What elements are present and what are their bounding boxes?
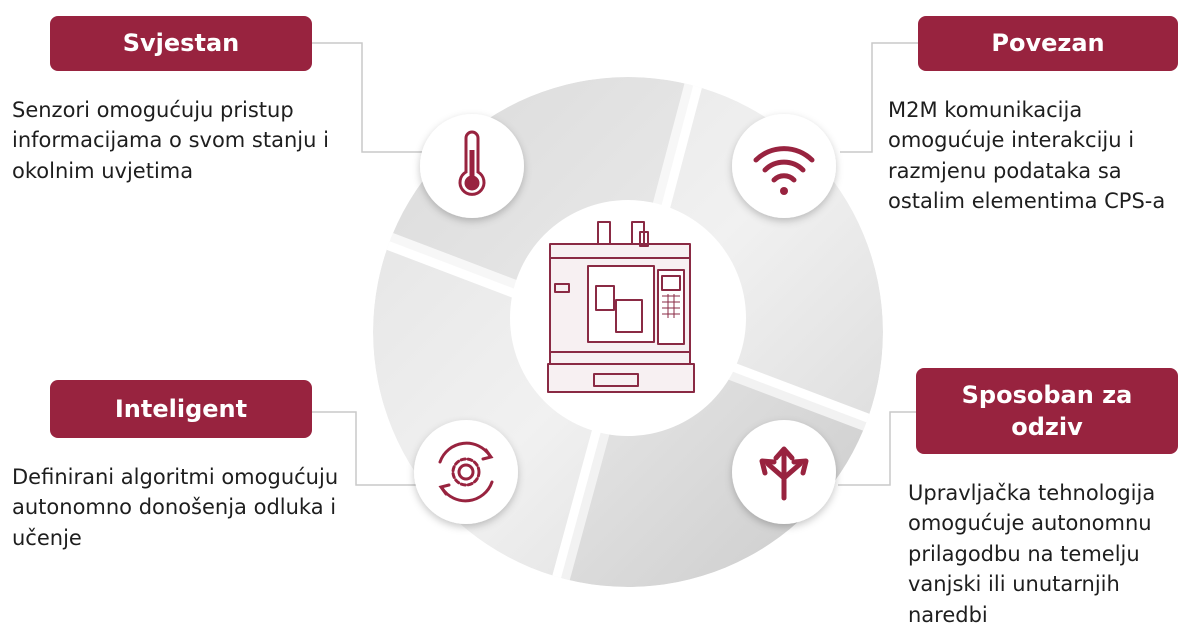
label-svjestan: Svjestan bbox=[50, 16, 312, 71]
wifi-icon bbox=[753, 146, 815, 195]
description-line: naredbi bbox=[908, 602, 988, 627]
description-line: razmjenu podataka sa bbox=[888, 158, 1122, 183]
description-line: ostalim elementima CPS-a bbox=[888, 189, 1166, 214]
connector-povezan bbox=[840, 42, 918, 153]
description-line: učenje bbox=[12, 525, 82, 550]
connector-sposoban bbox=[838, 411, 916, 486]
description-line: omogućuje autonomnu bbox=[908, 511, 1152, 536]
label-inteligent-text: Inteligent bbox=[114, 394, 248, 423]
connector-svjestan bbox=[312, 42, 422, 153]
gear-cycle-icon-bg bbox=[414, 420, 518, 524]
label-svjestan-text: Svjestan bbox=[122, 29, 240, 58]
description-line: M2M komunikacija bbox=[888, 98, 1083, 122]
label-sposoban-line-2: odziv bbox=[1011, 413, 1083, 441]
description-line: okolnim uvjetima bbox=[12, 158, 194, 183]
description-line: informacijama o svom stanju i bbox=[12, 128, 329, 153]
wifi-icon-bg bbox=[732, 114, 836, 218]
description-povezan: M2M komunikacija omogućuje interakciju i… bbox=[888, 95, 1165, 217]
branching-arrows-icon bbox=[759, 446, 809, 501]
label-povezan-text: Povezan bbox=[991, 29, 1105, 58]
description-inteligent: Definirani algoritmi omogućuju autonomno… bbox=[12, 462, 338, 553]
description-line: prilagodbu na temelju bbox=[908, 541, 1140, 566]
cnc-machine-icon bbox=[547, 221, 695, 393]
description-line: Definirani algoritmi omogućuju bbox=[12, 465, 339, 489]
connector-lines bbox=[312, 42, 918, 486]
label-sposoban-line-1: Sposoban za bbox=[961, 380, 1133, 409]
connector-inteligent bbox=[312, 411, 422, 486]
label-inteligent: Inteligent bbox=[50, 380, 312, 438]
description-line: autonomno donošenja odluka i bbox=[12, 495, 337, 520]
description-svjestan: Senzori omogućuju pristup informacijama … bbox=[12, 95, 329, 186]
description-line: vanjski ili unutarnjih bbox=[908, 572, 1120, 597]
thermometer-icon bbox=[458, 130, 486, 196]
description-line: omogućuje interakciju i bbox=[888, 128, 1135, 153]
label-sposoban: Sposoban za odziv bbox=[916, 368, 1178, 454]
description-sposoban: Upravljačka tehnologija omogućuje autono… bbox=[908, 478, 1155, 630]
description-line: Upravljačka tehnologija bbox=[908, 481, 1156, 505]
gear-cycle-icon bbox=[438, 441, 494, 503]
description-line: Senzori omogućuju pristup bbox=[12, 98, 294, 122]
label-povezan: Povezan bbox=[918, 16, 1178, 71]
